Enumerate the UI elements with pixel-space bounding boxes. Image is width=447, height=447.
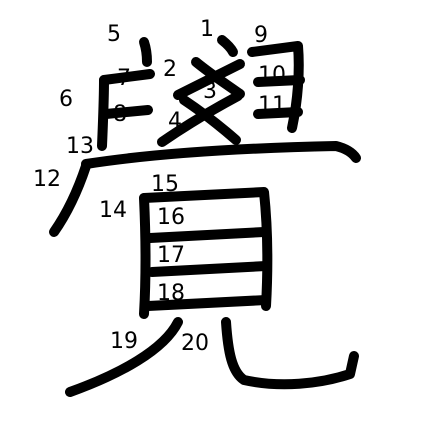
stroke-number-9: 9 xyxy=(254,23,268,48)
stroke-number-17: 17 xyxy=(157,243,185,268)
stroke-18 xyxy=(143,295,271,311)
stroke-15 xyxy=(139,187,273,311)
stroke-number-4: 4 xyxy=(168,109,182,134)
stroke-number-15: 15 xyxy=(151,172,179,197)
stroke-number-14: 14 xyxy=(99,198,127,223)
stroke-2 xyxy=(173,59,245,100)
stroke-11 xyxy=(253,107,303,119)
stroke-4b xyxy=(179,95,241,145)
stroke-number-10: 10 xyxy=(258,63,286,88)
stroke-number-8: 8 xyxy=(113,102,127,127)
stroke-number-5: 5 xyxy=(107,22,121,47)
stroke-number-20: 20 xyxy=(181,331,209,356)
stroke-19 xyxy=(65,317,183,397)
character-strokes xyxy=(49,35,361,397)
stroke-12 xyxy=(49,161,91,237)
stroke-13 xyxy=(81,141,361,169)
stroke-number-18: 18 xyxy=(157,281,185,306)
stroke-17 xyxy=(147,261,271,277)
stroke-number-11: 11 xyxy=(258,93,286,118)
stroke-number-19: 19 xyxy=(110,329,138,354)
stroke-number-12: 12 xyxy=(33,167,61,192)
stroke-8 xyxy=(101,105,153,119)
stroke-20 xyxy=(221,317,359,390)
stroke-14 xyxy=(139,193,151,319)
stroke-number-7: 7 xyxy=(117,66,131,91)
stroke-number-16: 16 xyxy=(157,205,185,230)
stroke-number-6: 6 xyxy=(59,87,73,112)
stroke-number-3: 3 xyxy=(203,79,217,104)
stroke-16 xyxy=(145,227,269,243)
stroke-4 xyxy=(157,91,243,147)
stroke-number-13: 13 xyxy=(66,134,94,159)
stroke-10 xyxy=(253,75,305,87)
stroke-number-1: 1 xyxy=(200,17,214,42)
stroke-5 xyxy=(139,37,152,67)
stroke-numbers: 1 2 3 4 5 6 7 8 9 10 11 12 13 14 15 16 1… xyxy=(33,17,286,356)
stroke-7 xyxy=(99,69,155,85)
stroke-number-2: 2 xyxy=(163,57,177,82)
stroke-1 xyxy=(217,35,238,57)
